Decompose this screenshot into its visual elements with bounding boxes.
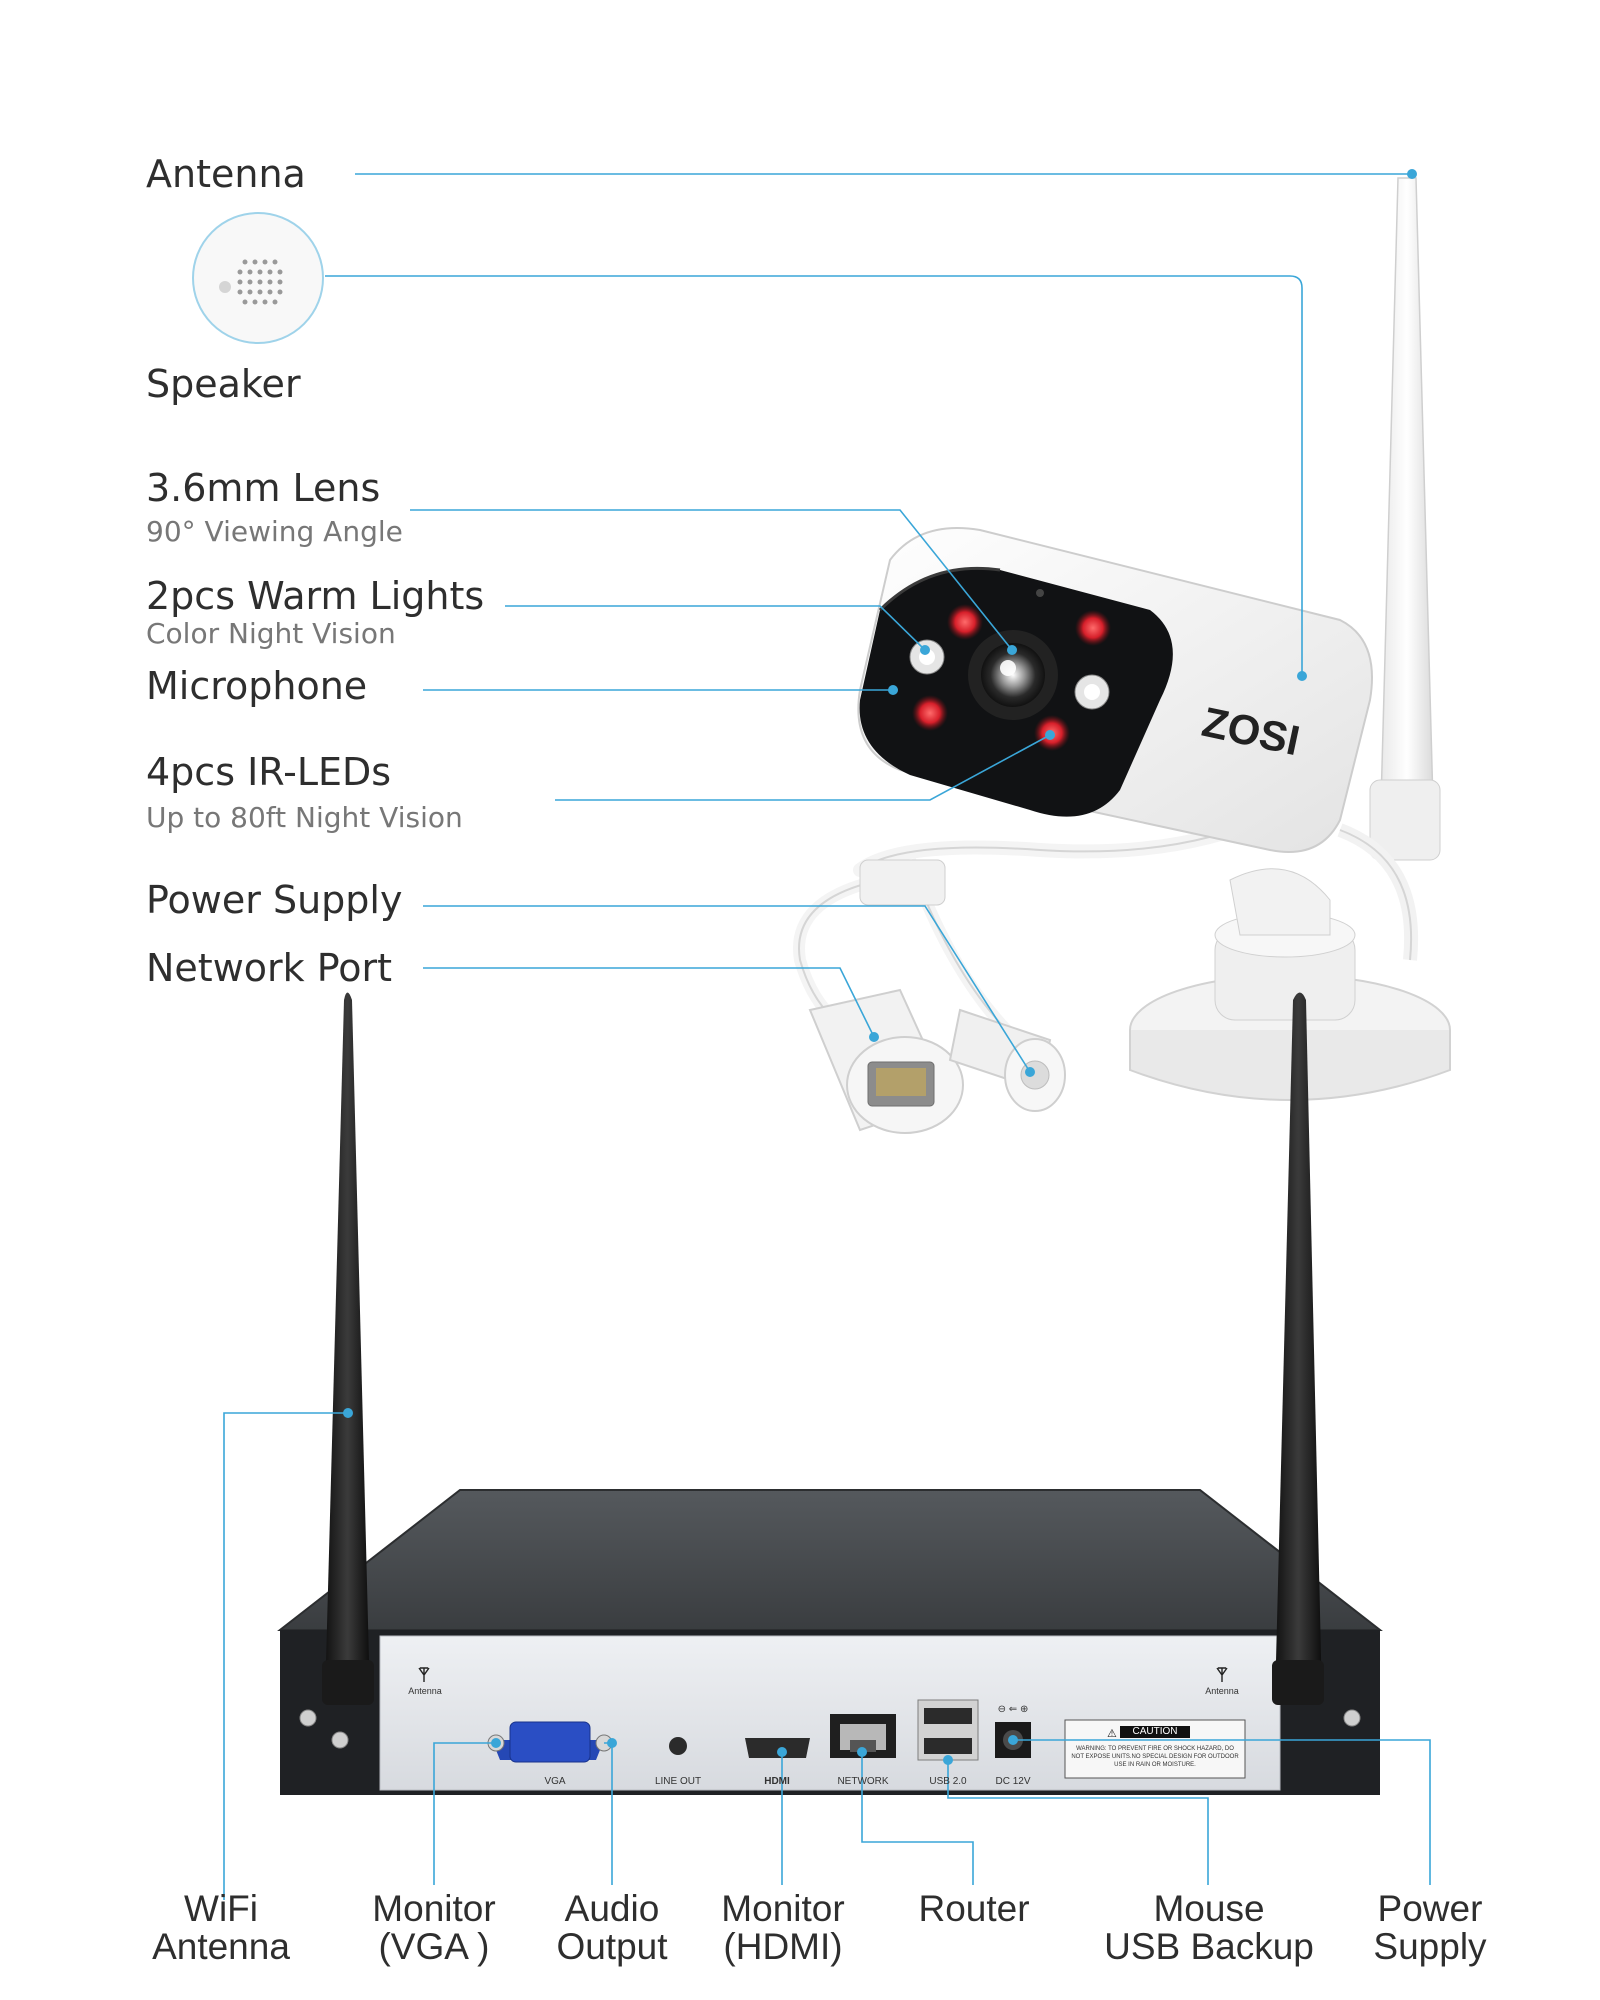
caution-text: WARNING: TO PREVENT FIRE OR SHOCK HAZARD… bbox=[1071, 1746, 1239, 1768]
network-port-label: NETWORK bbox=[837, 1776, 889, 1787]
monitor-hdmi-label: Monitor(HDMI) bbox=[721, 1888, 845, 1967]
router-label: Router bbox=[918, 1888, 1030, 1929]
warm-lights-sublabel: Color Night Vision bbox=[146, 617, 396, 650]
vga-port bbox=[487, 1721, 613, 1763]
nvr-box: ⚠ bbox=[277, 1489, 1383, 1795]
caution-title: CAUTION bbox=[1132, 1726, 1178, 1737]
vga-port-label: VGA bbox=[544, 1776, 566, 1787]
microphone-label: Microphone bbox=[146, 664, 368, 708]
lens-label: 3.6mm Lens bbox=[146, 466, 381, 510]
line-out-label: LINE OUT bbox=[654, 1776, 702, 1787]
warm-lights-label: 2pcs Warm Lights bbox=[146, 574, 485, 618]
ir-leds-label: 4pcs IR-LEDs bbox=[146, 750, 392, 794]
network-port bbox=[830, 1714, 896, 1758]
usb-ports bbox=[917, 1699, 979, 1761]
hdmi-port-label: HDMI bbox=[764, 1776, 790, 1787]
camera-power-supply-label: Power Supply bbox=[146, 878, 403, 922]
nvr-antenna-left bbox=[322, 992, 374, 1705]
lens-sublabel: 90° Viewing Angle bbox=[146, 515, 403, 548]
monitor-vga-label: Monitor(VGA ) bbox=[372, 1888, 496, 1967]
speaker-inset bbox=[192, 212, 324, 344]
nvr-antenna-right bbox=[1272, 992, 1324, 1705]
speaker-label: Speaker bbox=[146, 362, 301, 406]
antenna-label: Antenna bbox=[146, 152, 306, 196]
camera-power-plug bbox=[948, 1008, 1066, 1112]
usb-port-label: USB 2.0 bbox=[929, 1776, 967, 1787]
polarity-mark: ⊖ ⇐ ⊕ bbox=[997, 1704, 1029, 1715]
network-port-label-cam: Network Port bbox=[146, 946, 393, 990]
dc-port-label: DC 12V bbox=[995, 1776, 1031, 1787]
svg-text:⚠: ⚠ bbox=[1107, 1727, 1117, 1740]
antenna-left-mark: Antenna bbox=[408, 1686, 442, 1696]
camera-body: ZOSI bbox=[857, 527, 1373, 853]
line-out-port bbox=[669, 1737, 687, 1755]
nvr-leader-lines bbox=[223, 1412, 1431, 1900]
camera-antenna bbox=[1379, 177, 1435, 841]
hdmi-port bbox=[745, 1738, 810, 1758]
camera-network-plug bbox=[808, 988, 964, 1134]
antenna-right-mark: Antenna bbox=[1205, 1686, 1239, 1696]
ir-leds-sublabel: Up to 80ft Night Vision bbox=[146, 801, 463, 834]
